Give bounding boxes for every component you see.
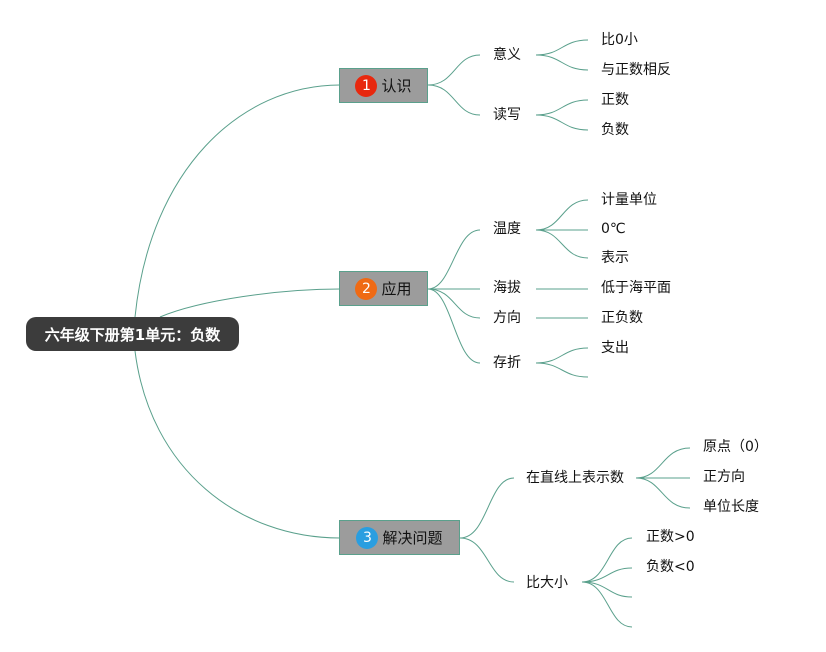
leaf-zero-celsius[interactable]: 0℃ bbox=[601, 221, 626, 237]
subtopic-direction[interactable]: 方向 bbox=[493, 310, 521, 326]
subtopic-meaning[interactable]: 意义 bbox=[493, 47, 521, 63]
topic-recognize[interactable]: 1 认识 bbox=[339, 68, 428, 103]
number-3-badge: 3 bbox=[356, 526, 379, 549]
leaf-less-than-zero[interactable]: 比0小 bbox=[601, 32, 638, 48]
leaf-expenditure[interactable]: 支出 bbox=[601, 340, 629, 356]
topic-label: 解决问题 bbox=[382, 529, 443, 547]
topic-label: 应用 bbox=[381, 280, 412, 298]
leaf-positive-direction[interactable]: 正方向 bbox=[703, 469, 745, 485]
leaf-positive[interactable]: 正数 bbox=[601, 92, 629, 108]
subtopic-read-write[interactable]: 读写 bbox=[493, 107, 521, 123]
subtopic-altitude[interactable]: 海拔 bbox=[493, 280, 521, 296]
subtopic-passbook[interactable]: 存折 bbox=[493, 355, 521, 371]
topic-application[interactable]: 2 应用 bbox=[339, 271, 428, 306]
leaf-negative-less-zero[interactable]: 负数<0 bbox=[646, 559, 695, 575]
leaf-signed-numbers[interactable]: 正负数 bbox=[601, 310, 643, 326]
number-2-badge: 2 bbox=[355, 277, 378, 300]
leaf-unit-length[interactable]: 单位长度 bbox=[703, 499, 759, 515]
leaf-origin[interactable]: 原点（0） bbox=[703, 439, 768, 455]
leaf-positive-greater-zero[interactable]: 正数>0 bbox=[646, 529, 695, 545]
leaf-negative[interactable]: 负数 bbox=[601, 122, 629, 138]
leaf-below-sea-level[interactable]: 低于海平面 bbox=[601, 280, 671, 296]
topic-problem-solving[interactable]: 3 解决问题 bbox=[339, 520, 460, 555]
subtopic-compare-size[interactable]: 比大小 bbox=[526, 575, 568, 591]
leaf-express[interactable]: 表示 bbox=[601, 250, 629, 266]
subtopic-temperature[interactable]: 温度 bbox=[493, 221, 521, 237]
topic-label: 认识 bbox=[381, 77, 412, 95]
leaf-opposite-positive[interactable]: 与正数相反 bbox=[601, 62, 671, 78]
root-topic[interactable]: 六年级下册第1单元：负数 bbox=[26, 317, 239, 351]
subtopic-number-line[interactable]: 在直线上表示数 bbox=[526, 470, 624, 486]
leaf-unit-of-measure[interactable]: 计量单位 bbox=[601, 192, 657, 208]
number-1-badge: 1 bbox=[355, 74, 378, 97]
